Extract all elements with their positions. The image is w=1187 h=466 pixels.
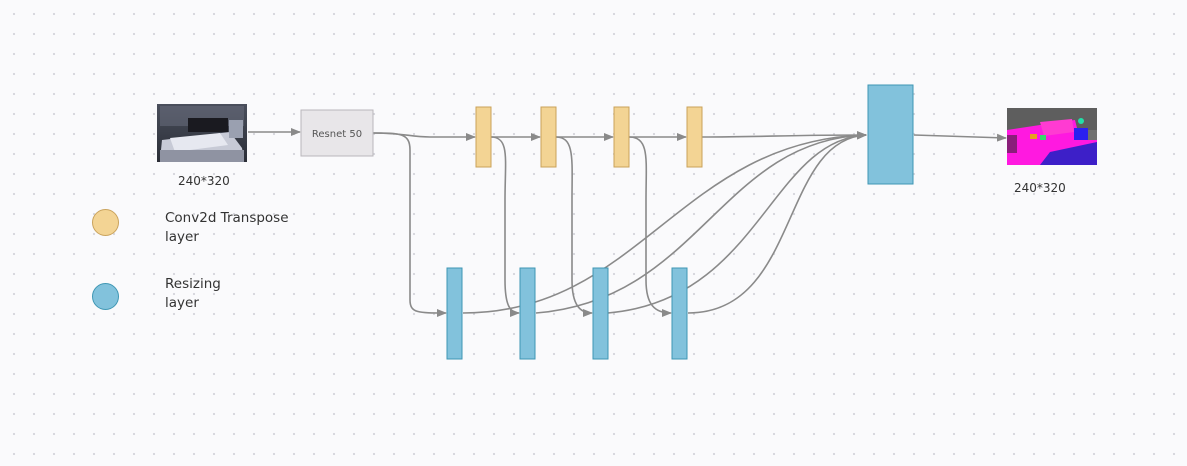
conv-transpose-block [540,106,557,168]
resnet50-block [300,109,374,157]
input-size-label: 240*320 [178,174,230,188]
fusion-resizing-block [867,84,914,185]
output-size-label: 240*320 [1014,181,1066,195]
conv-transpose-block [613,106,630,168]
conv-transpose-block [686,106,703,168]
resizing-block [592,267,609,360]
resizing-block [519,267,536,360]
resizing-blocks [446,267,688,360]
edge-resize4-big [687,131,867,314]
edge-conv4-big [701,131,867,140]
resizing-block [671,267,688,360]
output-image [1007,108,1097,165]
legend-conv-transpose-swatch [92,209,119,236]
legend-conv-transpose-text: Conv2d Transpose layer [165,209,289,247]
legend-resizing-swatch [92,283,119,310]
input-image [157,104,247,162]
edge-resnet-resize1 [372,132,447,317]
legend-conv-transpose-line2: layer [165,229,199,245]
edge-conv3-resize4 [628,136,672,317]
legend-resizing-text: Resizing layer [165,275,221,313]
legend-resizing-line1: Resizing [165,276,221,292]
edge-conv1-resize2 [490,136,520,317]
edge-conv2-resize3 [555,136,593,317]
conv-transpose-block [475,106,492,168]
legend-conv-transpose-line1: Conv2d Transpose [165,210,289,226]
legend-resizing-line2: layer [165,295,199,311]
conv-transpose-blocks [475,106,703,168]
resizing-block [446,267,463,360]
edge-resize3-big [607,131,867,314]
edge-big-output [913,133,1007,142]
resnet50-label: Resnet 50 [312,129,362,140]
